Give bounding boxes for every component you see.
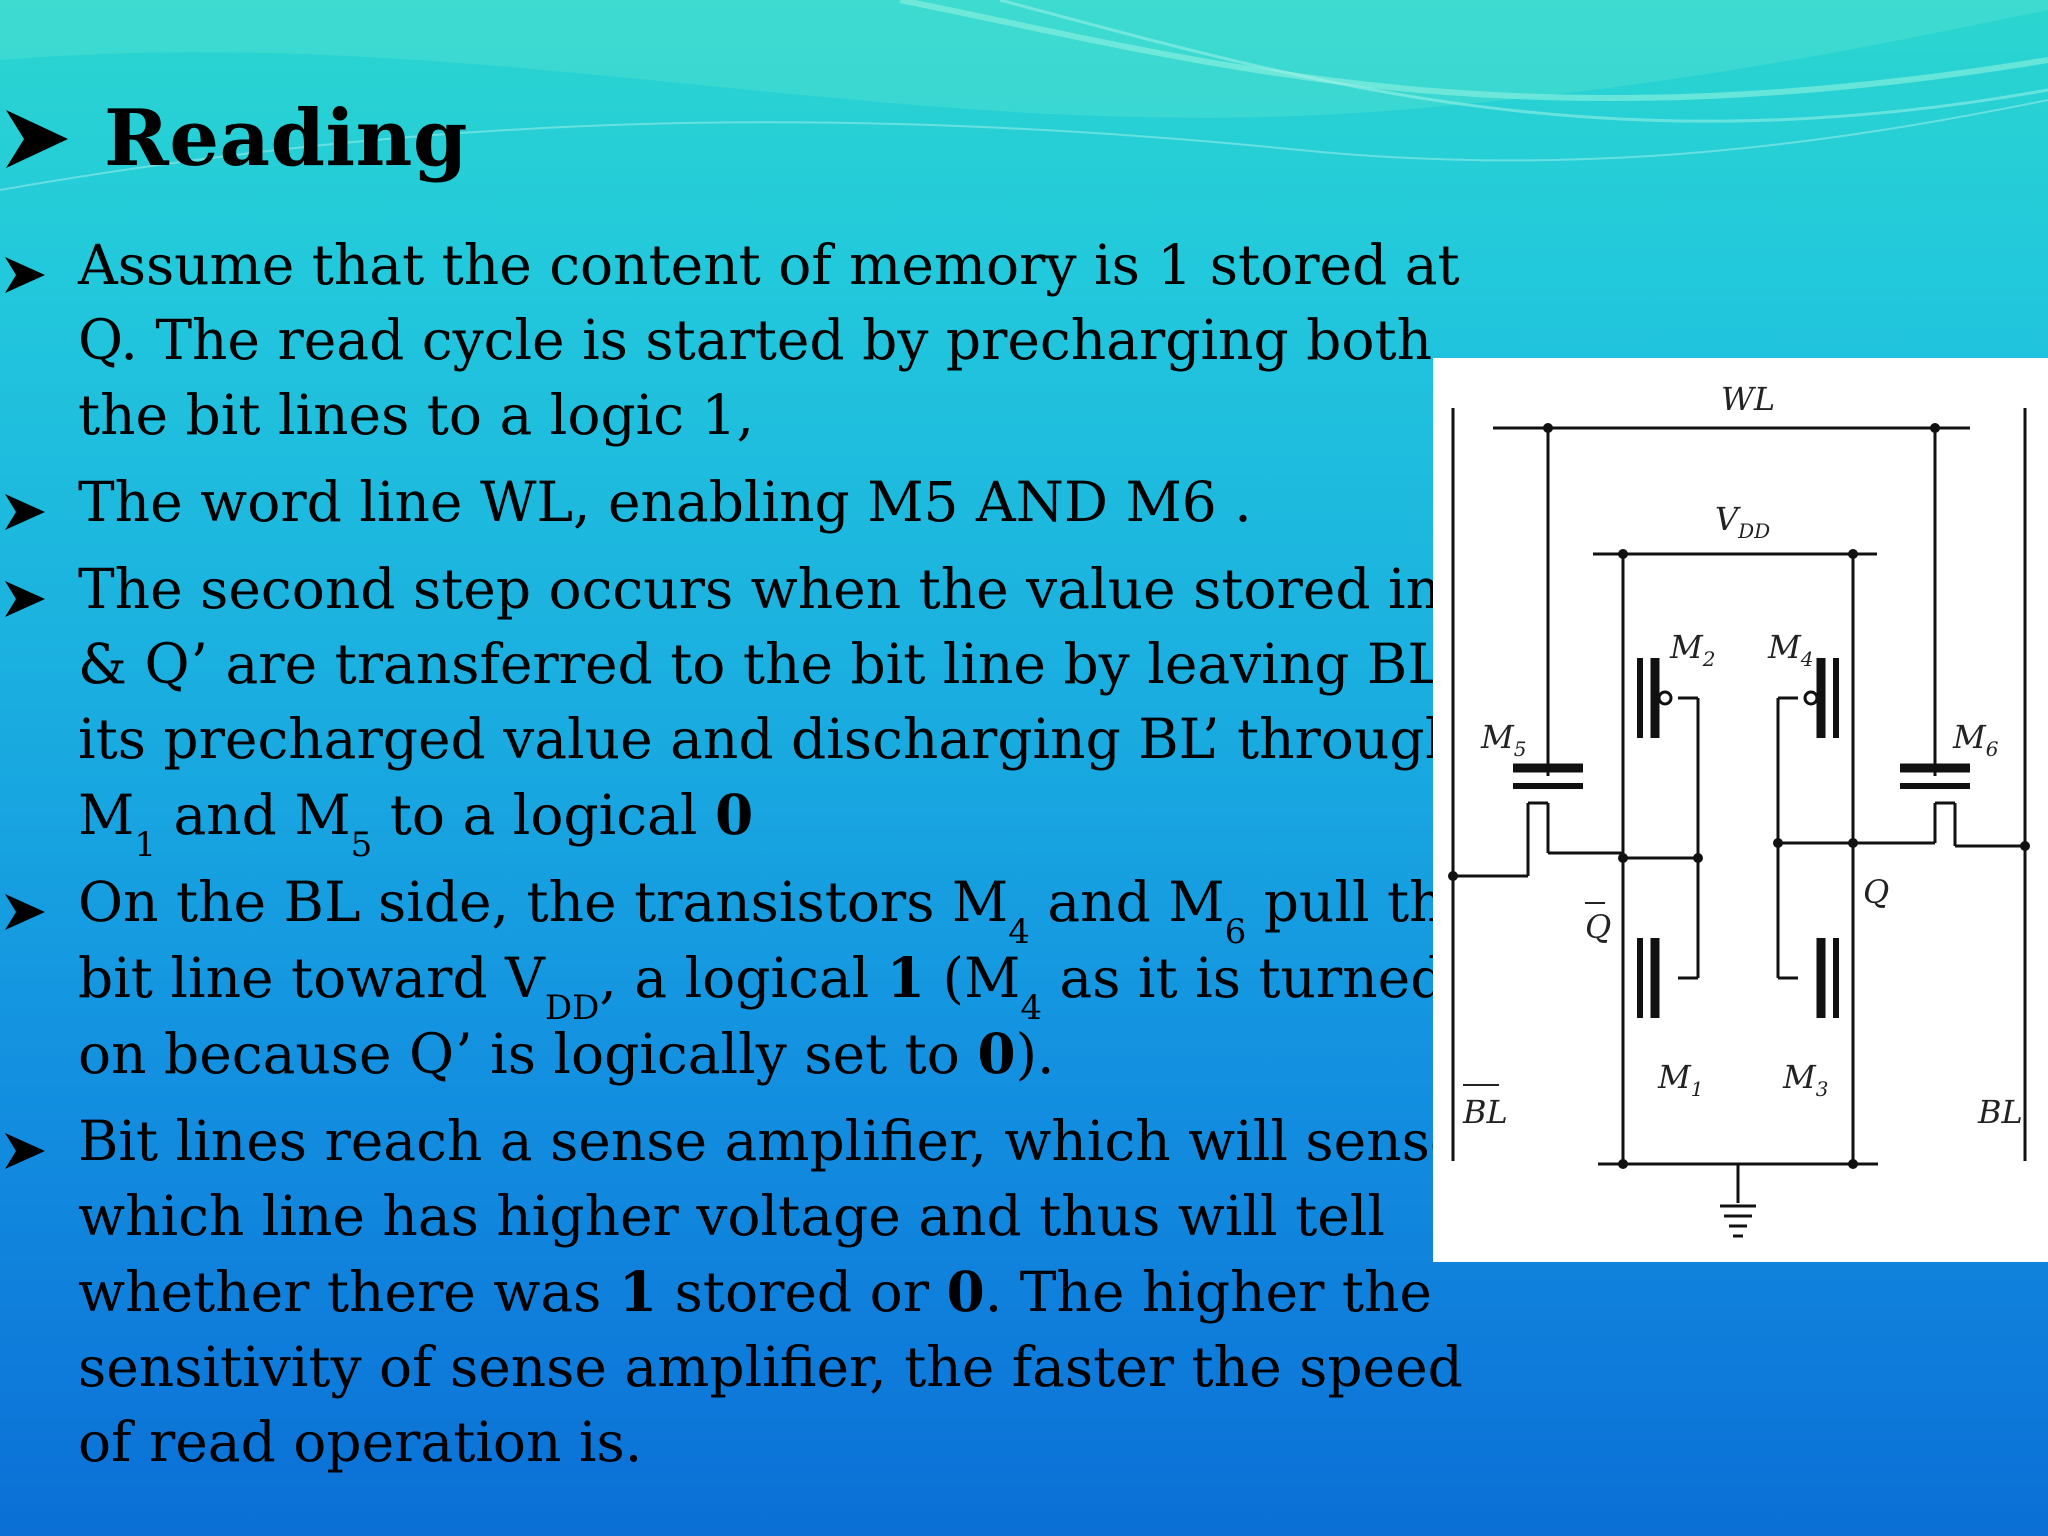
- decorative-wave: [0, 0, 2048, 191]
- label-qbar: Q: [1585, 908, 1611, 946]
- transistor-m6: [1900, 763, 1970, 789]
- arrow-bullet-icon: [5, 257, 45, 293]
- bullet-item: Assume that the content of memory is 1 s…: [0, 228, 1460, 453]
- bullet-item: The word line WL, enabling M5 AND M6 .: [0, 465, 1440, 540]
- label-m2: M2: [1669, 628, 1716, 671]
- bullet-line: & Q’ are transferred to the bit line by …: [78, 632, 1517, 696]
- arrow-bullet-icon: [5, 581, 45, 617]
- bullet-line: Bit lines reach a sense amplifier, which…: [78, 1109, 1463, 1173]
- bullet-line: which line has higher voltage and thus w…: [78, 1184, 1385, 1248]
- label-q: Q: [1863, 873, 1889, 911]
- bullet-line: Q. The read cycle is started by precharg…: [78, 308, 1432, 372]
- bullet-line: M1 and M5 to a logical 0: [78, 782, 754, 865]
- bullet-line: bit line toward VDD, a logical 1 (M4 as …: [78, 945, 1446, 1028]
- sram-circuit-diagram: WL VDD M2 M4 M5 M6 Q Q M1 M3 BL BL: [1433, 358, 2048, 1262]
- label-bl: BL: [1977, 1093, 2023, 1131]
- label-wl: WL: [1721, 380, 1775, 418]
- bullet-line: the bit lines to a logic 1,: [78, 383, 755, 447]
- label-m1: M1: [1657, 1058, 1704, 1101]
- circuit-schematic: WL VDD M2 M4 M5 M6 Q Q M1 M3 BL BL: [1448, 380, 2030, 1238]
- junction-dots: [1448, 423, 2030, 1169]
- label-vdd: VDD: [1715, 500, 1770, 543]
- transistor-m4: [1803, 658, 1839, 738]
- label-m3: M3: [1782, 1058, 1829, 1101]
- arrow-bullet-icon: [6, 110, 68, 168]
- label-m6: M6: [1952, 718, 1999, 761]
- transistor-m3: [1816, 938, 1839, 1018]
- bullet-item: On the BL side, the transistors M4 and M…: [0, 865, 1478, 1092]
- transistor-m5: [1513, 763, 1583, 789]
- slide-title: Reading: [4, 100, 468, 178]
- bullet-item: The second step occurs when the value st…: [0, 552, 1517, 865]
- wires: [1451, 408, 2027, 1238]
- title-text: Reading: [104, 93, 468, 184]
- transistor-m2: [1637, 658, 1673, 738]
- label-blbar: BL: [1462, 1093, 1508, 1131]
- label-m4: M4: [1767, 628, 1814, 671]
- bullet-line: sensitivity of sense amplifier, the fast…: [78, 1335, 1463, 1399]
- bullet-list: Assume that the content of memory is 1 s…: [0, 228, 1517, 1492]
- bullet-line: On the BL side, the transistors M4 and M…: [78, 870, 1478, 952]
- bullet-line: The second step occurs when the value st…: [78, 557, 1504, 621]
- bullet-line: of read operation is.: [78, 1410, 643, 1474]
- bullet-line: The word line WL, enabling M5 AND M6 .: [78, 470, 1252, 534]
- bullet-line: on because Q’ is logically set to 0).: [78, 1021, 1055, 1086]
- transistor-m1: [1637, 938, 1660, 1018]
- arrow-bullet-icon: [5, 1133, 45, 1169]
- bullet-line: its precharged value and discharging BL’…: [78, 707, 1460, 771]
- arrow-bullet-icon: [5, 894, 45, 930]
- label-m5: M5: [1480, 718, 1527, 761]
- arrow-bullet-icon: [5, 494, 45, 530]
- bullet-line: Assume that the content of memory is 1 s…: [78, 233, 1460, 297]
- bullet-line: whether there was 1 stored or 0. The hig…: [78, 1259, 1432, 1324]
- bullet-item: Bit lines reach a sense amplifier, which…: [0, 1104, 1463, 1480]
